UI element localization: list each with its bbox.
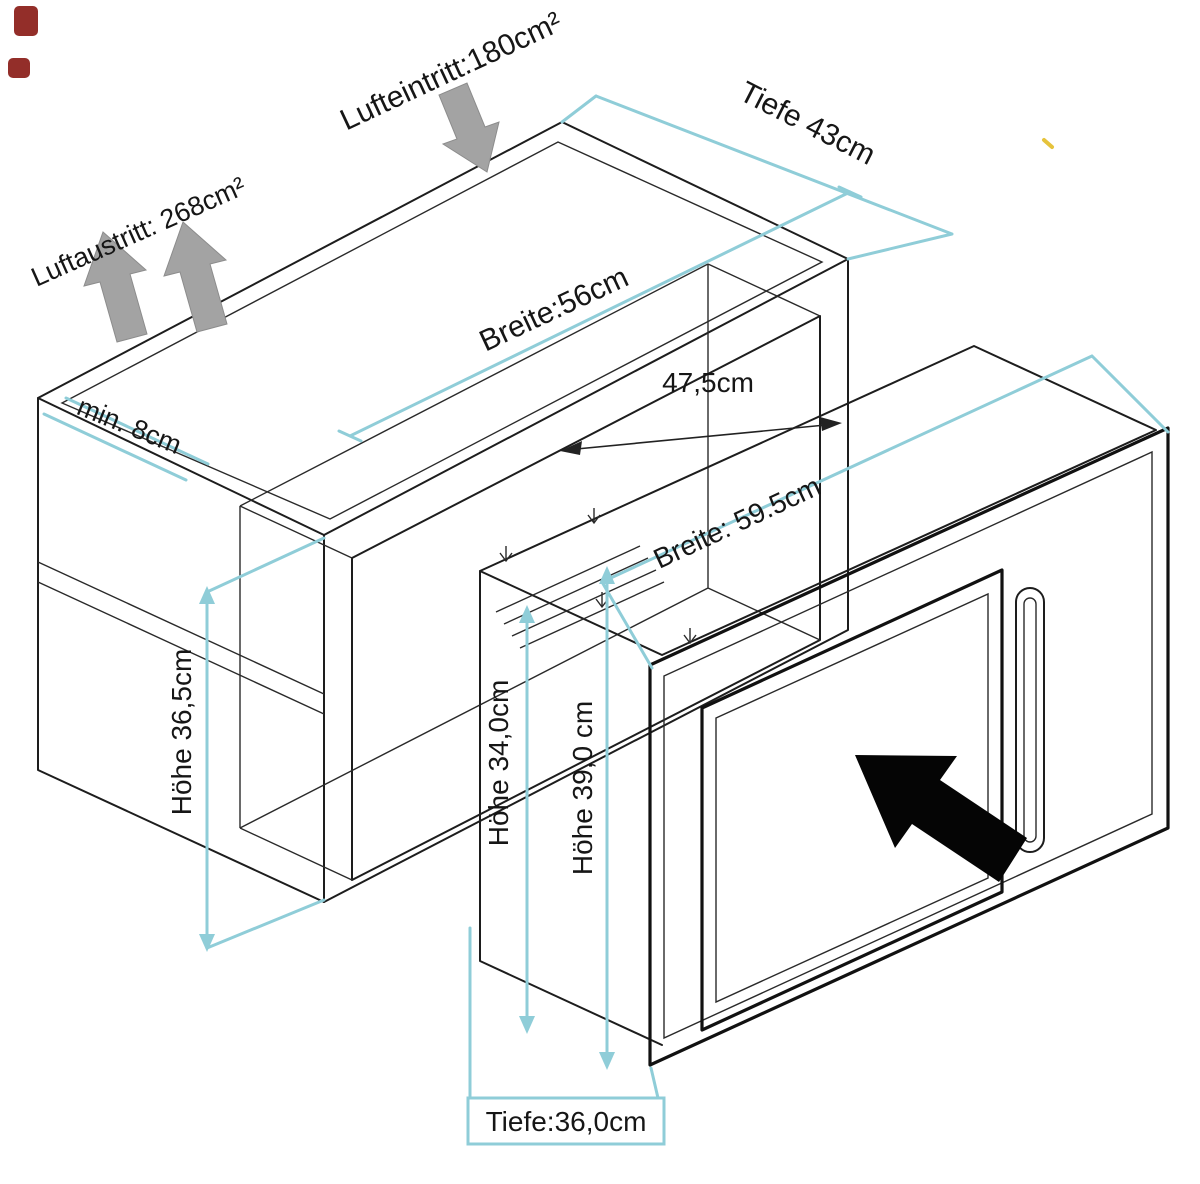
label-min-clearance: min. 8cm [73,391,186,460]
cabinet-left-face-shelf-lines [37,561,325,715]
yellow-artifact-mark [1042,138,1054,149]
dimension-inner-width [565,423,837,451]
cabinet-top-face [37,121,849,536]
dimension-arrowhead [820,417,842,431]
dimension-niche-height [205,536,326,950]
dimension-cabinet-depth [560,94,954,261]
dimension-arrowhead [199,934,215,952]
air-inlet-arrow-icon [438,82,500,173]
microwave [479,345,1170,1067]
cabinet-right-face [323,258,849,903]
label-appliance-depth: Tiefe:36,0cm [486,1106,647,1137]
dimension-labels: Lufteintritt:180cm² Tiefe 43cm Luftaustr… [27,6,881,1137]
dimension-appliance-depth-extensions [468,926,660,1100]
air-outlet-arrow-icon [83,231,148,343]
dimension-arrowhead [599,1052,615,1070]
label-niche-height: Höhe 36,5cm [166,649,197,816]
door-handle [1015,587,1045,853]
insert-direction-arrow-icon [855,755,1027,882]
cabinet-top-face-inner-edge [60,141,824,520]
niche-interior [239,263,821,881]
microwave-body-top [479,345,1157,656]
airflow-arrows [83,82,500,343]
red-artifact-mark [8,58,30,78]
dimension-lines [42,94,1170,1146]
dimension-arrowhead [560,441,582,455]
dimension-min-clearance [42,396,210,482]
label-air-outlet: Luftaustritt: 268cm² [27,171,250,292]
door-window-inner [715,592,989,1004]
label-trim-height: Höhe 39,0 cm [567,701,598,875]
dimension-arrowhead [519,605,535,623]
dimension-niche-width [337,185,863,443]
door-handle-inner [1023,597,1037,843]
dimension-arrowhead [519,1016,535,1034]
scan-artifacts [8,6,1054,149]
microwave-body-left [479,570,663,1046]
dimension-arrowhead [199,586,215,604]
label-inner-width: 47,5cm [662,367,754,398]
label-trim-width: Breite: 59.5cm [649,470,826,574]
red-artifact-mark [14,6,38,36]
alignment-arrow-marks [499,508,697,645]
microwave-door-frame [648,426,1170,1067]
vent-slot-lines [495,545,665,649]
door-window [700,568,1004,1032]
dimension-trim-width [600,354,1170,670]
cabinet-left-face [37,397,325,903]
dimension-appliance-depth-box [466,1096,666,1146]
microwave-door-frame-inner [663,450,1153,1040]
air-outlet-arrow-icon [163,221,228,333]
dimension-arrowhead [599,566,615,584]
label-appliance-height: Höhe 34,0cm [483,680,514,847]
niche-interior-wireframe [239,263,821,881]
